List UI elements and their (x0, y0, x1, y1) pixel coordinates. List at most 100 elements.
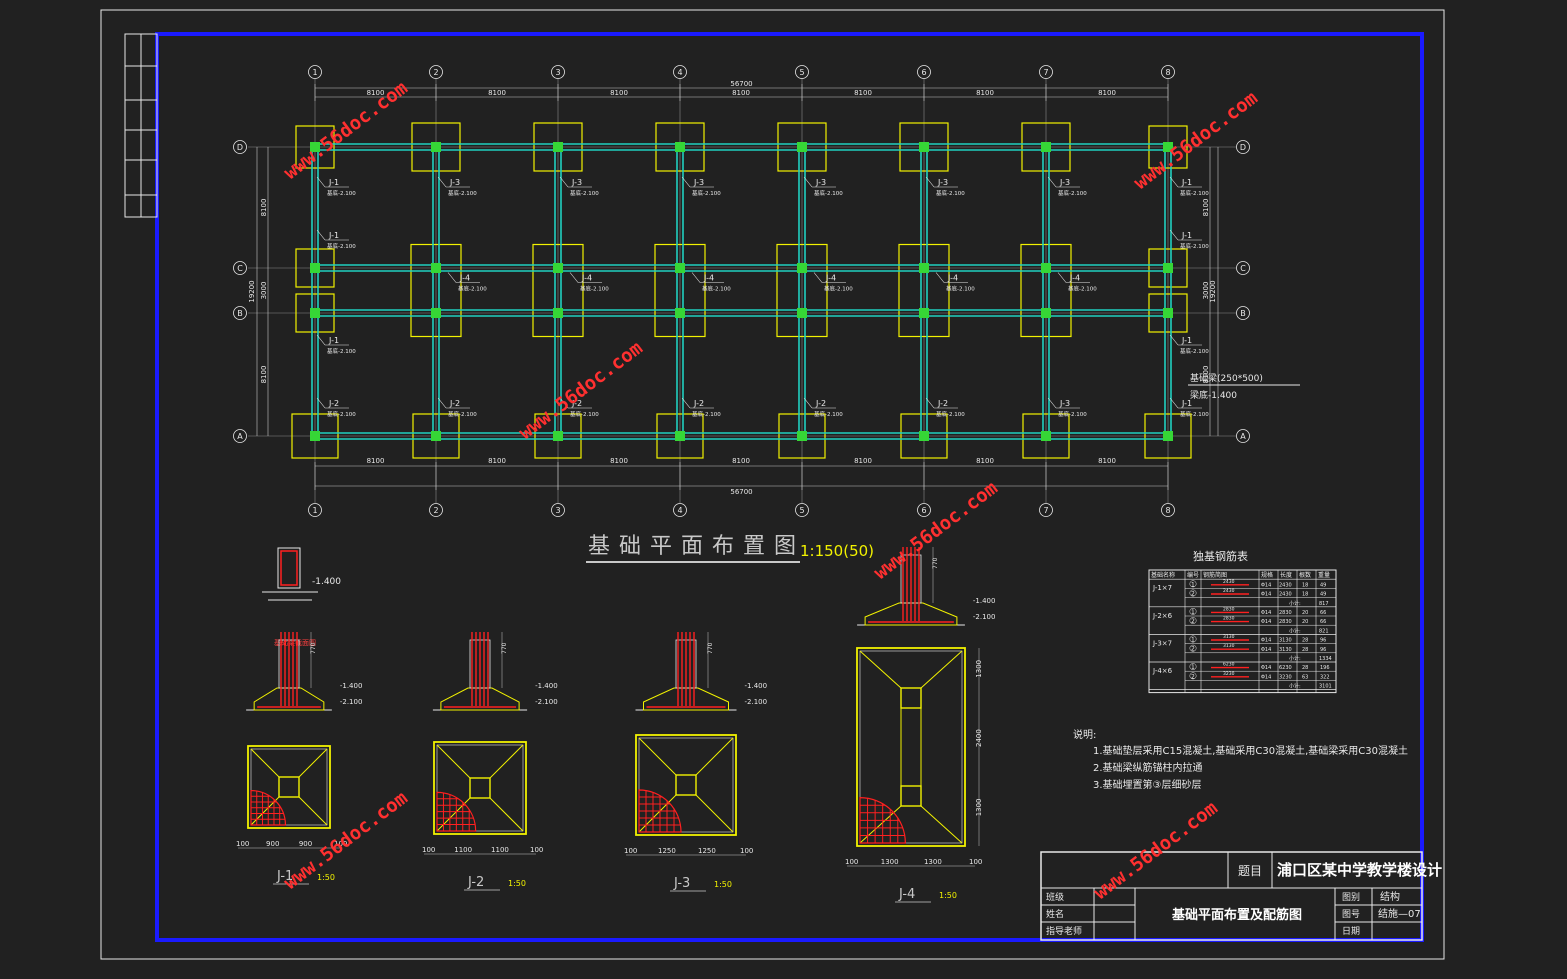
axis-bubble-B (1236, 306, 1250, 320)
tag-D-5-elev: 基底-2.100 (814, 189, 843, 197)
axis-label-5: 5 (799, 506, 804, 515)
tag-BC-6-elev: 基底-2.100 (946, 285, 975, 293)
footing-BC-4 (654, 243, 706, 338)
footing-D-3 (533, 122, 583, 172)
plan-dim-1: 900 (266, 840, 279, 848)
dim-bay-bottom-6: 8100 (1098, 457, 1116, 465)
rebar-num-circle (1189, 589, 1197, 597)
tag-A-3-leader (559, 397, 569, 409)
plan-slope-1 (298, 748, 328, 778)
footing-A-8 (1144, 413, 1192, 459)
label-date: 日期 (1342, 926, 1360, 937)
axis-label-B: B (1240, 309, 1246, 318)
footing-D-5 (777, 122, 827, 172)
plan-dim-3: 100 (740, 847, 753, 855)
rebar-num: 2 (1191, 646, 1195, 653)
rebar-spec: Φ14 (1261, 647, 1271, 653)
section-elev-bottom: -2.100 (973, 613, 996, 621)
tag-A-5-elev: 基底-2.100 (814, 410, 843, 418)
tag-D-7-label: J-3 (1059, 178, 1070, 187)
plan-slope-2 (250, 796, 280, 826)
footing-D-4 (655, 122, 705, 172)
rebar-num-circle (1189, 607, 1197, 615)
rebar-count: 63 (1302, 674, 1308, 680)
tag-A-4-label: J-2 (693, 399, 704, 408)
drawing-name: 基础平面布置及配筋图 (1171, 907, 1302, 923)
column-A8 (1163, 431, 1173, 441)
plan-dim-0: 100 (624, 847, 637, 855)
rebar-spec: Φ14 (1261, 610, 1271, 616)
rebar-num-circle (1189, 644, 1197, 652)
section-dim-770: 770 (310, 642, 317, 654)
column-D1 (310, 142, 320, 152)
column-B4 (675, 308, 685, 318)
axis-bubble-C (233, 261, 247, 275)
plan-slope-3 (920, 805, 963, 844)
beam-section-note: 基础梁截面图 (274, 638, 316, 647)
value-number: 结施—07 (1378, 907, 1421, 920)
rebar-spec: Φ14 (1261, 582, 1271, 588)
tag-BC-4-label: J-4 (703, 274, 714, 283)
plan-vdim-2: 1300 (975, 798, 983, 816)
plan-dim-2: 1300 (924, 858, 942, 866)
label-category: 图别 (1342, 892, 1360, 903)
dim-bay-top-3: 8100 (732, 89, 750, 97)
plan-dim-0: 100 (845, 858, 858, 866)
binding-strip (124, 33, 158, 218)
column-D5 (797, 142, 807, 152)
rebar-sketch-len: 3130 (1223, 643, 1235, 649)
rebar-length: 2430 (1279, 582, 1292, 588)
rebar-weight: 322 (1320, 674, 1330, 680)
column-B8 (1163, 308, 1173, 318)
tag-D-7-elev: 基底-2.100 (1058, 189, 1087, 197)
footing-A-2 (412, 413, 460, 459)
tag-B-1-elev: 基底-2.100 (327, 347, 356, 355)
dim-seg-text-1-0: 3000 (260, 282, 268, 300)
plan-slope-3 (695, 794, 734, 833)
detail-label: J-2 (467, 875, 484, 890)
dim-seg-text-1-1: 3000 (1202, 282, 1210, 300)
tag-BC-4-elev: 基底-2.100 (702, 285, 731, 293)
tag-A-2-label: J-2 (449, 399, 460, 408)
tag-A-7-elev: 基底-2.100 (1058, 410, 1087, 418)
plan-outer (247, 745, 331, 829)
tag-A-8-leader (1169, 397, 1179, 409)
footing-A-7 (1022, 413, 1070, 459)
plan-slope-3 (489, 797, 524, 832)
tag-BC-5-leader (813, 272, 823, 283)
plan-slope-2 (859, 805, 902, 844)
plan-column (278, 776, 300, 798)
tag-A-7-label: J-3 (1059, 399, 1070, 408)
tag-A-5-label: J-2 (815, 399, 826, 408)
tag-D-7-leader (1047, 176, 1057, 188)
plan-vdim-0: 1300 (975, 660, 983, 678)
tag-D-3-label: J-3 (571, 178, 582, 187)
rebar-num-circle (1189, 672, 1197, 680)
section-elev-top: -1.400 (973, 597, 996, 605)
rebar-sketch-len: 3130 (1223, 634, 1235, 640)
column-C1 (310, 263, 320, 273)
footing-D-1 (295, 125, 335, 169)
column-D7 (1041, 142, 1051, 152)
axis-bubble-3 (551, 503, 565, 517)
column-B7 (1041, 308, 1051, 318)
plan-dim-0: 100 (422, 846, 435, 854)
rebar-weight: 66 (1320, 619, 1326, 625)
rebar-count: 28 (1302, 638, 1308, 644)
tag-C-1-label: J-1 (328, 231, 339, 240)
plan-slope-1 (695, 737, 734, 776)
section-footing (864, 602, 958, 626)
axis-bubble-6 (917, 503, 931, 517)
tag-D-6-elev: 基底-2.100 (936, 189, 965, 197)
row-class: 班级 (1046, 891, 1064, 903)
dim-seg-text-2-0: 8100 (260, 366, 268, 384)
tag-A-6-leader (925, 397, 935, 409)
plan-rebar-quadrant (638, 789, 682, 833)
footing-BC-6 (898, 243, 950, 338)
tag-BC-7-elev: 基底-2.100 (1068, 285, 1097, 293)
section-dim-770: 770 (932, 557, 939, 569)
rebar-sketch-len: 2430 (1223, 588, 1235, 594)
axis-label-6: 6 (921, 506, 926, 515)
rebar-num-circle (1189, 580, 1197, 588)
plan-slope-1 (489, 744, 524, 779)
